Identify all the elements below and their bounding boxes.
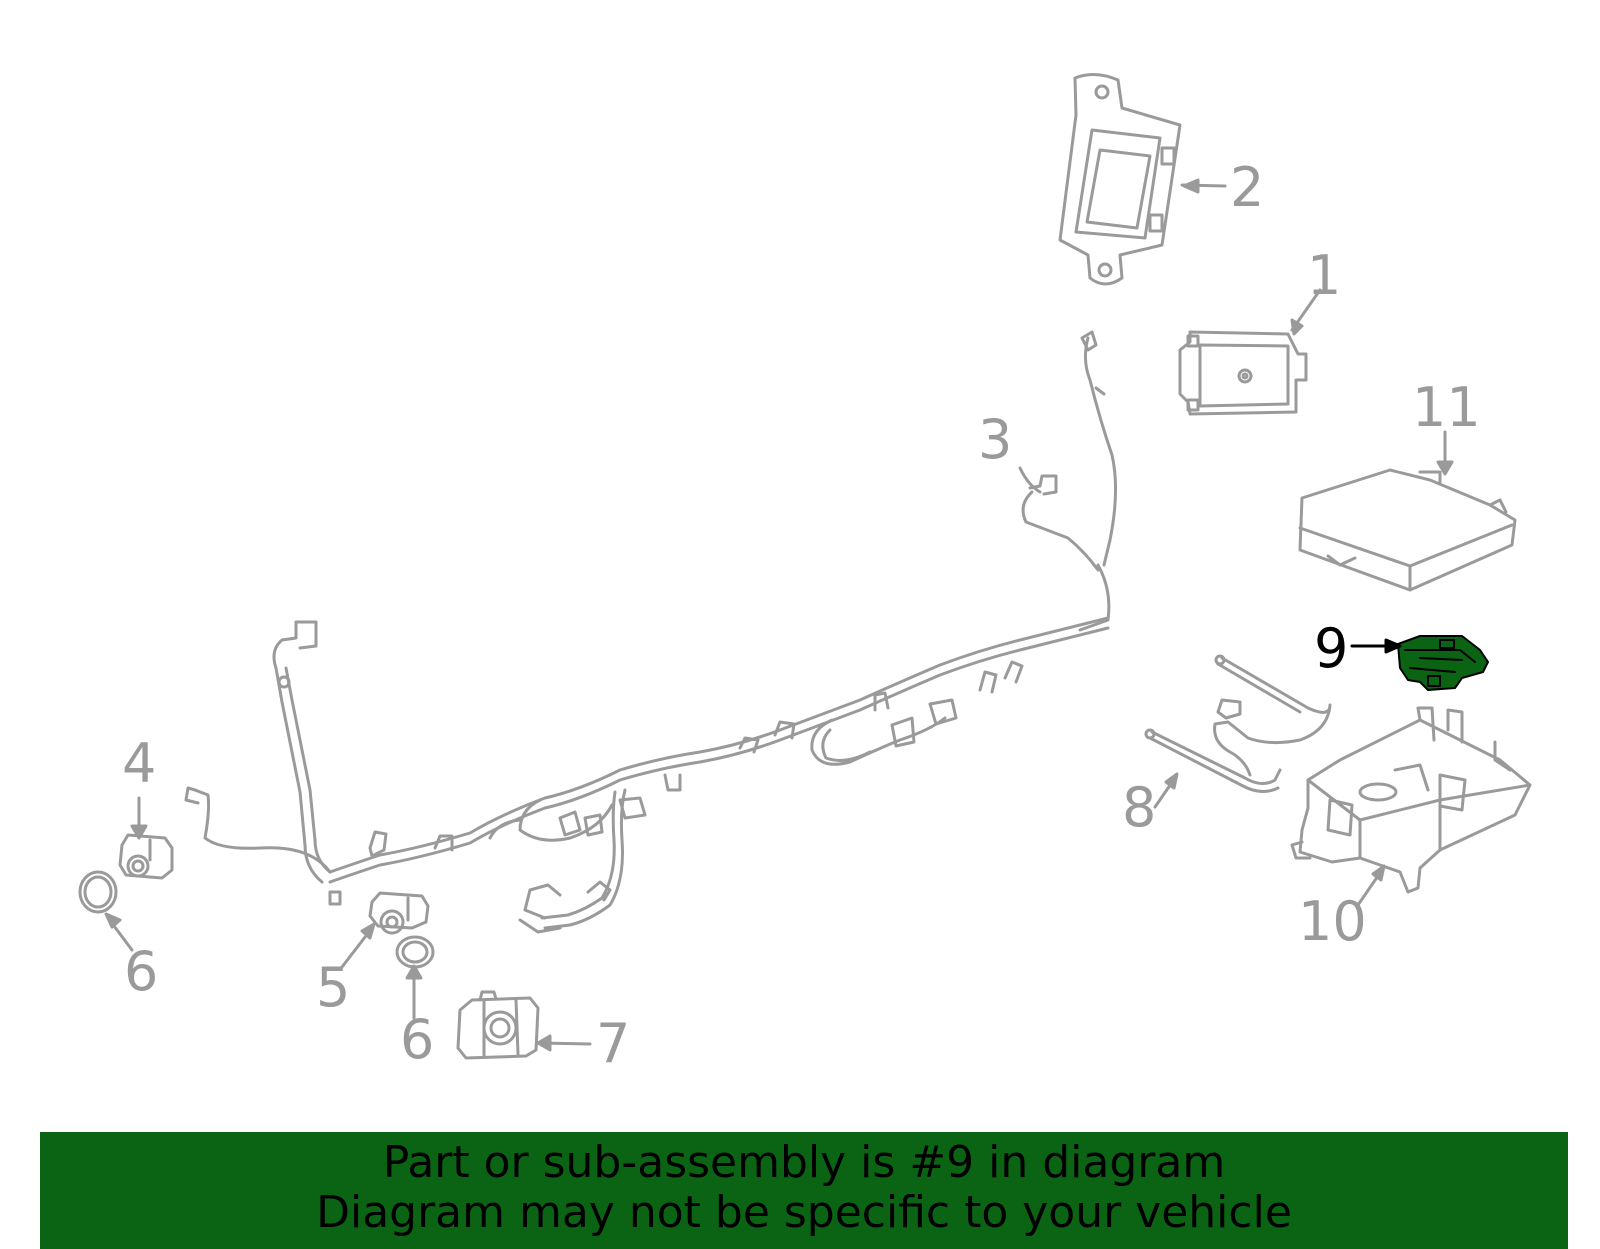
callout-11[interactable]: 11 <box>1412 376 1481 439</box>
part-9-highlighted[interactable] <box>1397 635 1489 691</box>
part-5-sensor[interactable] <box>368 891 430 935</box>
callout-1[interactable]: 1 <box>1307 244 1341 307</box>
callout-5[interactable]: 5 <box>316 956 350 1019</box>
banner-line-1: Part or sub-assembly is #9 in diagram <box>382 1137 1226 1188</box>
banner-line-2: Diagram may not be specific to your vehi… <box>316 1187 1292 1238</box>
part-1-module[interactable] <box>1178 330 1308 416</box>
info-banner: Part or sub-assembly is #9 in diagram Di… <box>40 1132 1568 1249</box>
part-11-control-box[interactable] <box>1298 468 1517 592</box>
part-10-bracket[interactable] <box>1290 706 1532 894</box>
callout-4[interactable]: 4 <box>122 732 156 795</box>
parts-diagram: 1 2 3 4 5 6 6 7 8 9 10 11 <box>78 73 1532 1075</box>
main-wiring-harness[interactable] <box>184 616 1110 934</box>
leader-arrows <box>104 178 1454 1052</box>
callout-6-left[interactable]: 6 <box>124 940 158 1003</box>
callout-10[interactable]: 10 <box>1298 890 1367 953</box>
part-7-bezel[interactable] <box>456 990 540 1060</box>
callout-2[interactable]: 2 <box>1230 156 1264 219</box>
part-3-harness[interactable] <box>1021 330 1118 632</box>
part-6-ring-middle[interactable] <box>395 935 435 969</box>
callout-8[interactable]: 8 <box>1122 776 1156 839</box>
callout-7[interactable]: 7 <box>596 1012 630 1075</box>
part-8-cable[interactable] <box>1144 654 1332 793</box>
callouts: 1 2 3 4 5 6 6 7 8 9 10 11 <box>122 156 1481 1075</box>
part-6-ring-left[interactable] <box>78 870 118 914</box>
callout-9[interactable]: 9 <box>1314 617 1348 680</box>
part-4-sensor[interactable] <box>118 833 174 880</box>
part-2-module[interactable] <box>1058 73 1182 286</box>
callout-3[interactable]: 3 <box>978 408 1012 471</box>
leader-arrow-9 <box>1350 638 1402 654</box>
callout-6-middle[interactable]: 6 <box>400 1008 434 1071</box>
